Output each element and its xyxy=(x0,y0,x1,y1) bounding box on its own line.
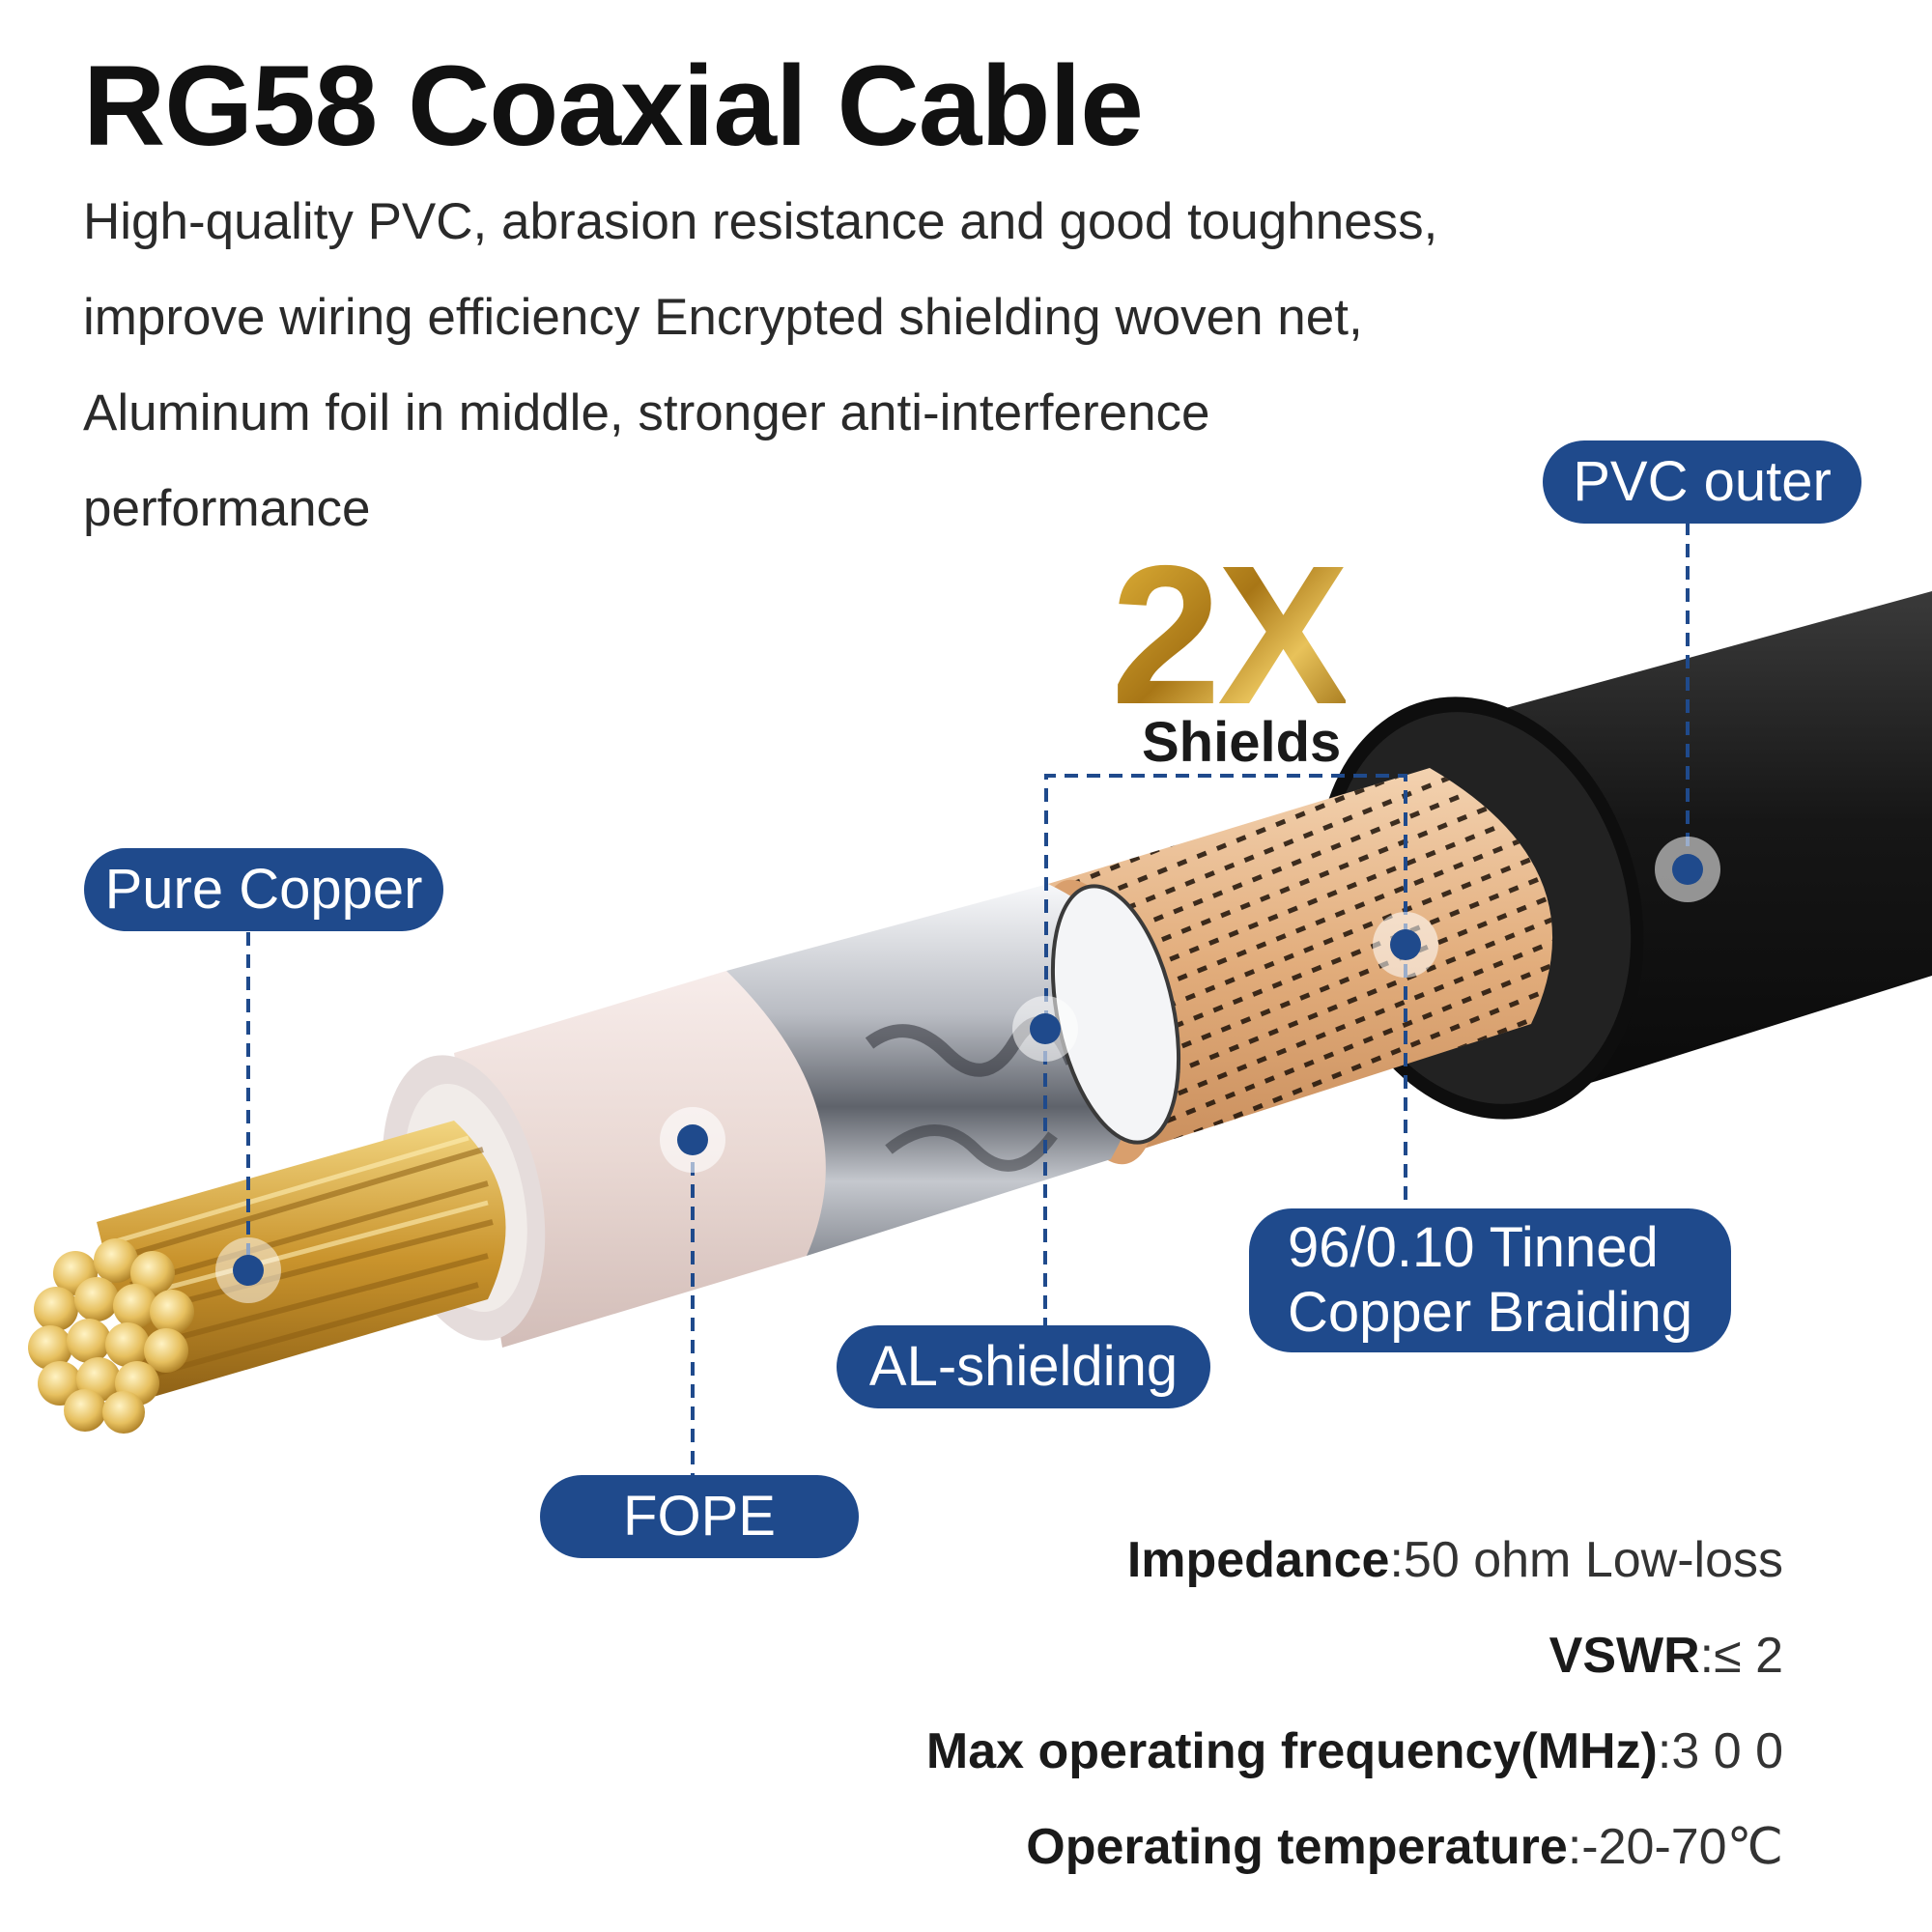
spec-sep: : xyxy=(1567,1819,1582,1875)
spec-key: Max operating frequency(MHz) xyxy=(925,1723,1658,1779)
callout-dot-icon xyxy=(1012,996,1078,1062)
page-title: RG58 Coaxial Cable xyxy=(83,43,1144,170)
callout-dot-icon xyxy=(660,1107,725,1173)
two-x-highlight: 2X xyxy=(1111,525,1350,746)
badge-braiding-line: Copper Braiding xyxy=(1288,1280,1693,1344)
badge-tinned-copper-braiding: 96/0.10 Tinned Copper Braiding xyxy=(1249,1208,1731,1352)
spec-value: 50 ohm Low-loss xyxy=(1403,1532,1783,1588)
spec-row: Impedance:50 ohm Low-loss xyxy=(926,1531,1783,1627)
spec-value: -20-70℃ xyxy=(1581,1819,1783,1875)
spec-value: 3 0 0 xyxy=(1671,1723,1783,1779)
callout-dot-icon xyxy=(1655,837,1720,902)
description-line: High-quality PVC, abrasion resistance an… xyxy=(83,193,1438,250)
badge-fope: FOPE xyxy=(540,1475,859,1558)
badge-pure-copper: Pure Copper xyxy=(84,848,443,931)
spec-key: Impedance xyxy=(1126,1532,1390,1588)
conductor-strands xyxy=(28,1238,194,1434)
spec-sep: : xyxy=(1389,1532,1404,1588)
callout-dot-icon xyxy=(1373,912,1438,978)
spec-key: Operating temperature xyxy=(1026,1819,1568,1875)
badge-braiding-line: 96/0.10 Tinned xyxy=(1288,1215,1659,1279)
spec-list: Impedance:50 ohm Low-loss VSWR:≤ 2 Max o… xyxy=(926,1531,1783,1914)
spec-row: Operating temperature:-20-70℃ xyxy=(926,1818,1783,1914)
spec-sep: : xyxy=(1699,1628,1715,1684)
spec-row: VSWR:≤ 2 xyxy=(926,1627,1783,1722)
spec-key: VSWR xyxy=(1548,1628,1700,1684)
spec-row: Max operating frequency(MHz):3 0 0 xyxy=(926,1722,1783,1818)
badge-al-shielding: AL-shielding xyxy=(837,1325,1210,1408)
shields-label: Shields xyxy=(1142,711,1342,774)
description-line: improve wiring efficiency Encrypted shie… xyxy=(83,289,1363,346)
description-line: performance xyxy=(83,480,371,537)
badge-pvc-outer: PVC outer xyxy=(1543,440,1861,524)
fope-dielectric xyxy=(454,971,826,1348)
description-line: Aluminum foil in middle, stronger anti-i… xyxy=(83,384,1210,441)
description: High-quality PVC, abrasion resistance an… xyxy=(83,193,1437,576)
spec-sep: : xyxy=(1657,1723,1672,1779)
callout-dot-icon xyxy=(215,1237,281,1303)
callout-guides xyxy=(246,522,1690,1478)
spec-value: ≤ 2 xyxy=(1714,1628,1783,1684)
